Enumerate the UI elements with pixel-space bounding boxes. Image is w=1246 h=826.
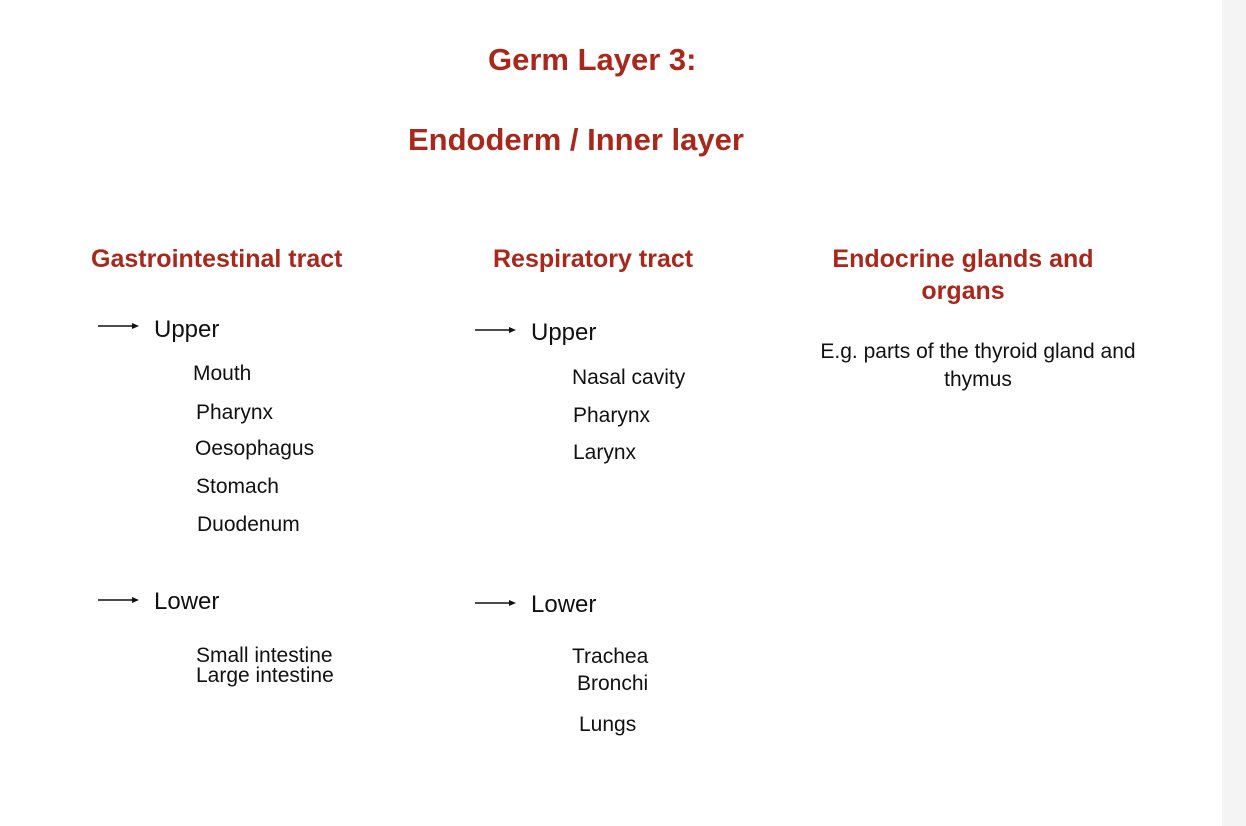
gastro-upper-item: Duodenum (197, 513, 300, 536)
gastro-upper-item: Mouth (193, 362, 252, 385)
gastro-heading: Gastrointestinal tract (91, 245, 343, 273)
gastro-upper-item: Pharynx (196, 401, 274, 424)
resp-lower-item: Trachea (572, 645, 649, 668)
gastro-lower-item: Small intestine (196, 644, 333, 667)
slide-edge (1222, 0, 1246, 826)
resp-lower-item: Lungs (579, 713, 637, 736)
endo-heading-line1: Endocrine glands and (832, 245, 1094, 273)
right-arrow-icon (98, 323, 139, 329)
gastro-upper-item: Oesophagus (195, 437, 315, 460)
slide-title-line2: Endoderm / Inner layer (408, 122, 744, 157)
resp-upper-item: Nasal cavity (572, 366, 686, 389)
gastro-upper-item: Stomach (196, 475, 279, 498)
gastro-upper-label: Upper (154, 316, 220, 343)
right-arrow-icon (475, 327, 516, 333)
resp-lower-item: Bronchi (577, 672, 649, 695)
endo-heading: Endocrine glands and organs (790, 243, 1136, 307)
right-arrow-icon (98, 597, 139, 603)
resp-lower-label: Lower (531, 591, 597, 618)
resp-upper-item: Pharynx (573, 404, 651, 427)
endo-heading-line2: organs (921, 277, 1005, 305)
resp-upper-label: Upper (531, 319, 597, 346)
gastro-lower-item: Large intestine (196, 664, 334, 687)
gastro-lower-label: Lower (154, 588, 220, 615)
resp-upper-item: Larynx (573, 441, 637, 464)
slide-title-line1: Germ Layer 3: (488, 42, 697, 77)
resp-heading: Respiratory tract (493, 245, 694, 273)
endo-note: E.g. parts of the thyroid gland and thym… (820, 340, 1136, 391)
right-arrow-icon (475, 600, 516, 606)
